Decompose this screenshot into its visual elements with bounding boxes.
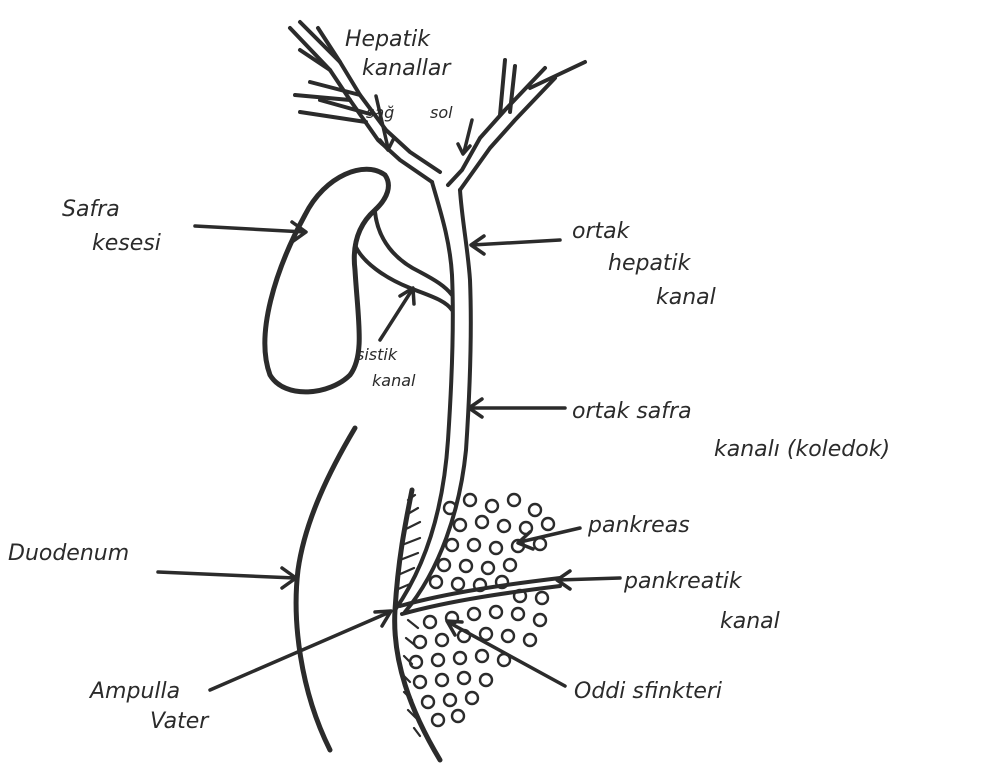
label-safra-line1: Safra — [62, 197, 120, 222]
label-pankreas: pankreas — [587, 513, 690, 538]
common-ducts — [395, 182, 471, 612]
label-oddi: Oddi sfinkteri — [574, 679, 722, 704]
label-duodenum: Duodenum — [8, 541, 129, 566]
label-ortak-safra-line2: kanalı (koledok) — [714, 437, 890, 462]
arrow-pankreatik-kanal — [558, 578, 620, 580]
pancreas-upper-cells — [430, 494, 554, 591]
label-sag: sağ — [366, 103, 394, 122]
right-hepatic-twig-4 — [300, 100, 370, 122]
pointer-arrows — [158, 222, 620, 690]
arrow-ampulla — [210, 612, 390, 690]
label-ortak-hepatik-line2: hepatik — [608, 251, 692, 276]
label-sistik-line1: sistik — [356, 345, 398, 364]
common-duct-right-wall — [405, 190, 471, 612]
left-hepatic-duct-outer — [448, 68, 545, 185]
pancreas — [396, 494, 560, 736]
arrow-duodenum — [158, 572, 295, 578]
label-ortak-hepatik-line1: ortak — [572, 219, 631, 244]
label-sistik-line2: kanal — [372, 371, 416, 390]
label-pankreatik-line2: kanal — [720, 609, 780, 634]
cystic-duct-upper — [375, 212, 452, 295]
arrow-safra-kesesi — [195, 226, 305, 232]
arrow-ortak-hepatik — [472, 240, 560, 245]
label-pankreatik-line1: pankreatik — [623, 569, 743, 594]
label-hepatik-line2: kanallar — [362, 56, 452, 81]
label-ampulla-line2: Vater — [150, 709, 210, 734]
label-safra-line2: kesesi — [92, 231, 161, 256]
label-ortak-safra-line1: ortak safra — [572, 399, 692, 424]
duodenum-left-wall — [296, 428, 355, 750]
arrow-sistik — [380, 290, 412, 340]
label-ortak-hepatik-line3: kanal — [656, 285, 716, 310]
label-ampulla-line1: Ampulla — [88, 679, 180, 704]
label-hepatik-line1: Hepatik — [345, 27, 431, 52]
pancreas-lower-cells — [410, 590, 548, 726]
left-hepatic-duct-inner — [460, 78, 555, 190]
label-sol: sol — [430, 103, 453, 122]
